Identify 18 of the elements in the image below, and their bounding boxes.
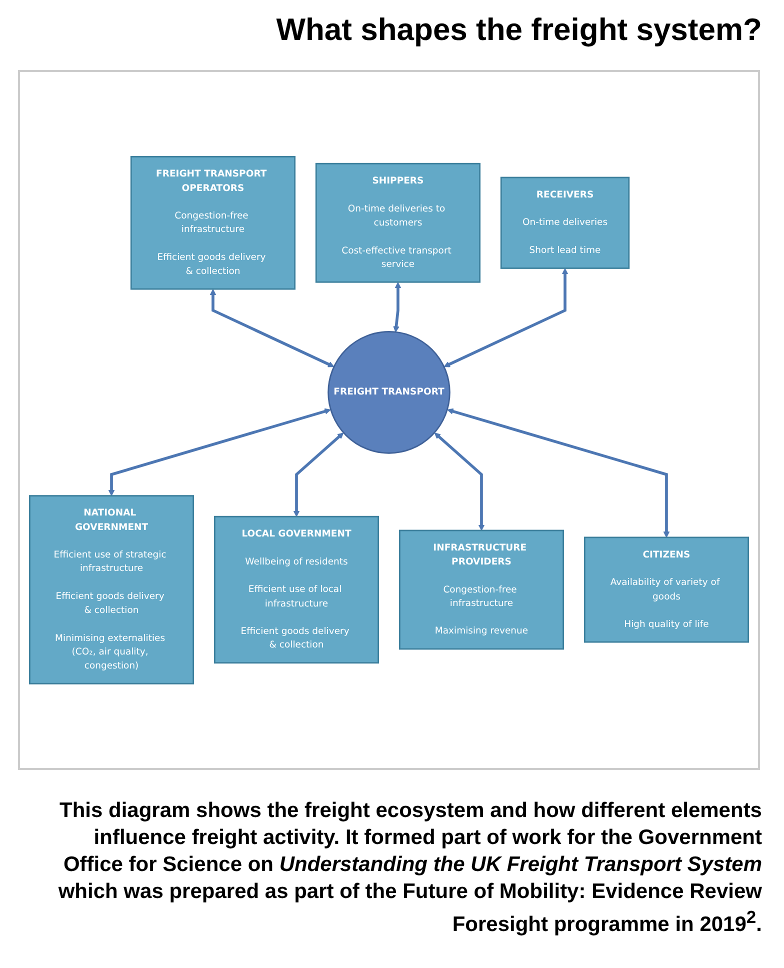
node-box (130, 156, 296, 290)
arrow (447, 408, 670, 538)
arrow (393, 282, 402, 332)
diagram-frame: FREIGHT TRANSPORT OPERATORS Congestion-free infrastructure Efficient goods delivery & collection SHIPPERS On-time deliveries to customers Cost-effective transport service RECEIVERS On-time deliveries Short lead time FREIGHT TRANSPORT NATIONAL GOVERNMENT Efficient use of strategic infrastructure Efficient goods delivery & collection Minimising externalities (CO₂, air quality, congestion) LOCAL GOVERNMENT Wellbeing of residents Efficient use of local infrastructure Efficient goods delivery & collection INFRASTRUCTURE PROVIDERS Congestion-free infrastructure Maximising revenue CITIZENS Availability of variety of goods High quality of life (18, 70, 760, 770)
node-box (584, 536, 750, 643)
node-box (28, 494, 194, 684)
arrow (444, 268, 568, 368)
node-box (315, 162, 480, 283)
node-box (214, 516, 380, 664)
node-box (398, 530, 564, 650)
caption: This diagram shows the freight ecosystem and how different elements influence freight activity. It formed part of work for the Government Office for Science on Understanding the UK Freight Transport System which was prepared as part of the Future of Mobility: Evidence Review Foresight programme in 2019$^{2}$. (57, 798, 762, 938)
node-box (500, 176, 630, 269)
arrow (108, 408, 331, 496)
arrow (434, 432, 485, 531)
node-circle (328, 330, 450, 454)
arrow (210, 288, 334, 368)
arrow (293, 432, 344, 517)
title: What shapes the freight system? (276, 12, 762, 48)
